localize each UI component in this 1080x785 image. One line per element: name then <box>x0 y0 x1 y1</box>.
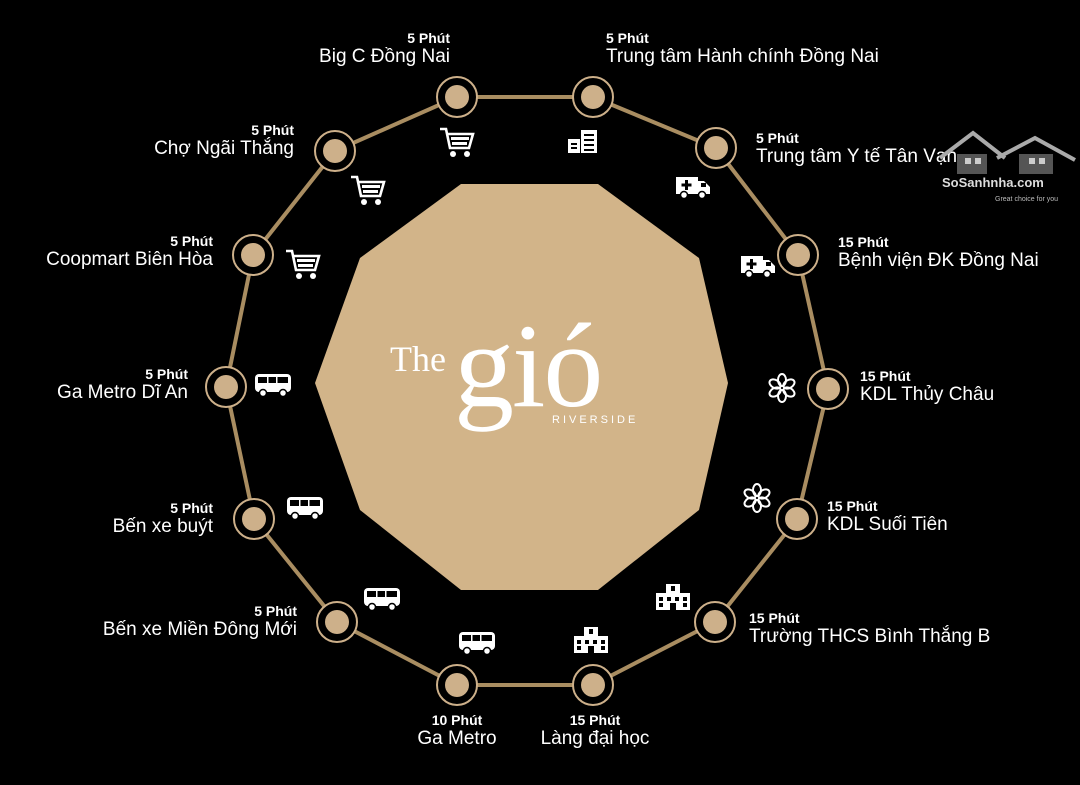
bus-icon <box>364 588 400 612</box>
logo-riverside: RIVERSIDE <box>552 414 639 426</box>
node-dot <box>581 85 605 109</box>
ambulance-icon <box>741 256 775 279</box>
cart-icon <box>351 175 386 205</box>
center-badge <box>315 184 728 590</box>
building-icon <box>568 130 597 153</box>
node-dot <box>241 243 265 267</box>
node-dot <box>242 507 266 531</box>
location-node <box>777 234 819 276</box>
node-group <box>205 76 849 706</box>
node-dot <box>214 375 238 399</box>
location-node <box>436 76 478 118</box>
school-icon <box>574 627 608 653</box>
house-roof-icon <box>938 130 1076 174</box>
cart-icon <box>286 249 321 279</box>
travel-time: 5 Phút <box>606 30 649 46</box>
logo-gio: gió <box>454 299 603 432</box>
node-dot <box>323 139 347 163</box>
location-node <box>436 664 478 706</box>
project-logo: The gió RIVERSIDE <box>380 306 680 468</box>
node-dot <box>786 243 810 267</box>
logo-the: The <box>390 339 446 379</box>
travel-time: 15 Phút <box>838 234 889 250</box>
watermark-tagline: Great choice for you <box>995 196 1059 203</box>
node-dot <box>704 136 728 160</box>
travel-time: 5 Phút <box>254 603 297 619</box>
icon-group <box>255 127 796 656</box>
travel-time: 5 Phút <box>170 233 213 249</box>
travel-time: 5 Phút <box>407 30 450 46</box>
location-name: Bến xe buýt <box>112 516 213 538</box>
bus-icon <box>459 632 495 656</box>
travel-time: 10 Phút <box>431 712 483 728</box>
node-dot <box>581 673 605 697</box>
location-node <box>572 76 614 118</box>
location-name: Trung tâm Y tế Tân Vạn <box>756 146 958 168</box>
location-node <box>205 366 247 408</box>
travel-time: 15 Phút <box>749 610 800 626</box>
location-node <box>695 127 737 169</box>
location-node <box>233 498 275 540</box>
location-name: Big C Đồng Nai <box>319 46 450 68</box>
location-node <box>694 601 736 643</box>
watermark: SoSanhnha.com Great choice for you <box>935 128 1080 208</box>
travel-time: 15 Phút <box>860 368 911 384</box>
location-node <box>314 130 356 172</box>
location-name: Trường THCS Bình Thắng B <box>749 626 991 648</box>
location-name: KDL Thủy Châu <box>860 384 995 406</box>
flower-icon <box>743 483 771 513</box>
watermark-brand: SoSanhnha.com <box>942 175 1044 190</box>
travel-time: 15 Phút <box>827 498 878 514</box>
cart-icon <box>440 127 475 157</box>
node-dot <box>785 507 809 531</box>
school-icon <box>656 584 690 610</box>
location-name: Chợ Ngãi Thắng <box>154 138 294 160</box>
location-name: KDL Suối Tiên <box>827 514 948 536</box>
node-dot <box>703 610 727 634</box>
travel-time: 15 Phút <box>569 712 621 728</box>
ambulance-icon <box>676 177 710 200</box>
location-name: Bến xe Miền Đông Mới <box>102 619 297 641</box>
bus-icon <box>255 374 291 398</box>
location-node <box>572 664 614 706</box>
node-dot <box>445 85 469 109</box>
node-dot <box>325 610 349 634</box>
bus-icon <box>287 497 323 521</box>
travel-time: 5 Phút <box>170 500 213 516</box>
location-node <box>776 498 818 540</box>
location-node <box>316 601 358 643</box>
flower-icon <box>768 373 796 403</box>
node-dot <box>816 377 840 401</box>
travel-time: 5 Phút <box>756 130 799 146</box>
location-node <box>807 368 849 410</box>
location-name: Trung tâm Hành chính Đồng Nai <box>606 46 879 68</box>
travel-time: 5 Phút <box>251 122 294 138</box>
location-name: Làng đại học <box>540 728 650 750</box>
location-node <box>232 234 274 276</box>
location-name: Ga Metro Dĩ An <box>57 382 188 404</box>
travel-time: 5 Phút <box>145 366 188 382</box>
location-name: Bệnh viện ĐK Đồng Nai <box>838 250 1039 272</box>
location-name: Ga Metro <box>417 728 497 750</box>
location-name: Coopmart Biên Hòa <box>46 249 213 271</box>
node-dot <box>445 673 469 697</box>
